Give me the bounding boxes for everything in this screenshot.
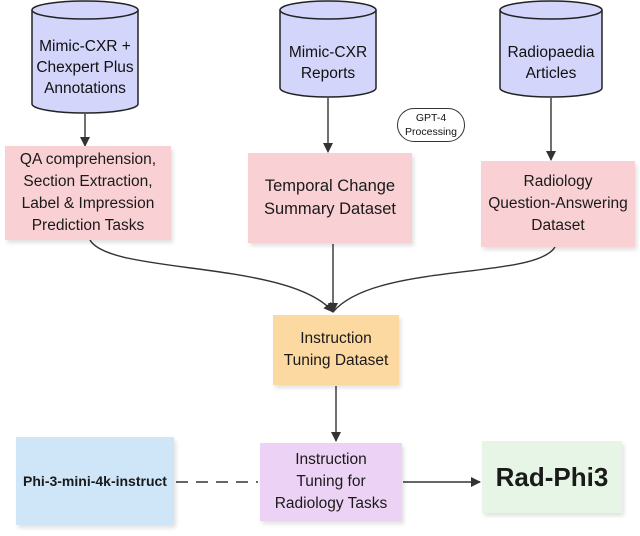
instruction-tuning-dataset: Instruction Tuning Dataset: [273, 315, 399, 385]
rad-phi3-label: Rad-Phi3: [495, 461, 609, 492]
rad-phi3-output: Rad-Phi3: [482, 441, 622, 513]
temporal-change-dataset: Temporal Change Summary Dataset: [248, 153, 412, 243]
radiology-qa-dataset: Radiology Question-Answering Dataset: [481, 161, 635, 247]
radiology-qa-label: Radiology Question-Answering Dataset: [488, 173, 628, 234]
base-model-label: Phi-3-mini-4k-instruct: [23, 472, 167, 489]
qa-tasks-dataset: QA comprehension, Section Extraction, La…: [5, 146, 171, 240]
tuning-step-label: Instruction Tuning for Radiology Tasks: [274, 451, 388, 512]
instruction-tuning-label: Instruction Tuning Dataset: [283, 330, 389, 369]
gpt4-processing-badge: GPT-4 Processing: [397, 108, 465, 142]
curve-radiology-to-instruction: [332, 246, 556, 313]
curve-qa-to-instruction: [89, 239, 334, 313]
gpt4-processing-label: GPT-4 Processing: [405, 112, 457, 138]
qa-tasks-label: QA comprehension, Section Extraction, La…: [19, 151, 157, 234]
temporal-change-label: Temporal Change Summary Dataset: [263, 177, 397, 218]
base-model-box: Phi-3-mini-4k-instruct: [16, 437, 174, 525]
instruction-tuning-step: Instruction Tuning for Radiology Tasks: [260, 443, 402, 521]
